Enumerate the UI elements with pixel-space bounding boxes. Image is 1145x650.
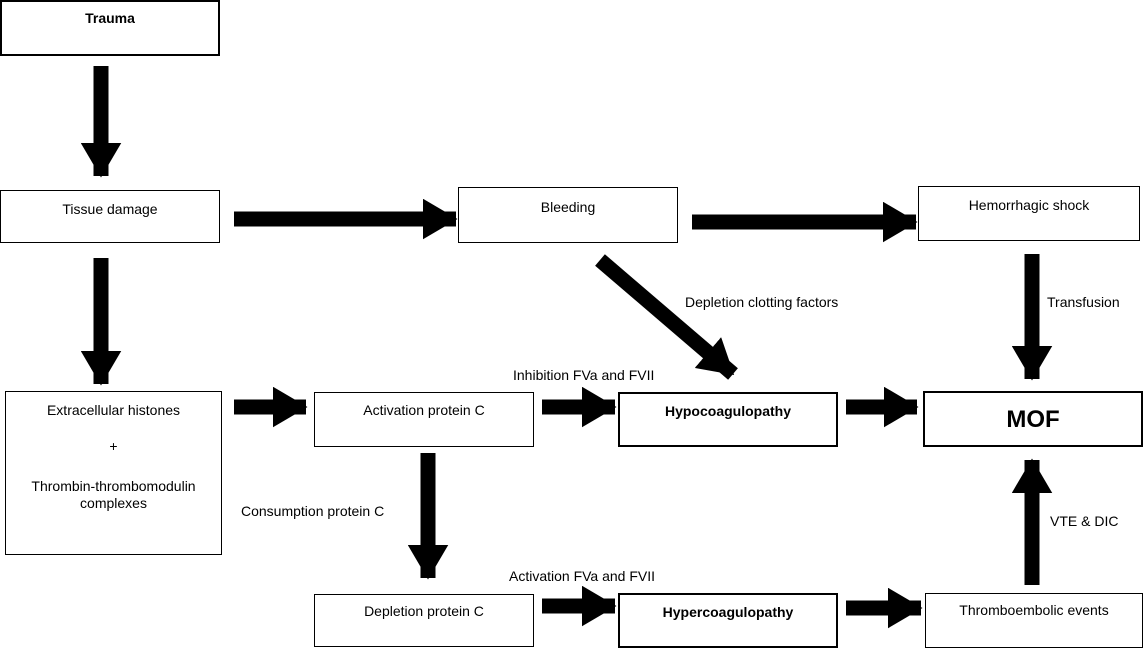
node-extracellular-histones: Extracellular histones + Thrombin-thromb… xyxy=(5,391,222,555)
node-bleeding: Bleeding xyxy=(458,187,678,243)
node-hypercoagulopathy: Hypercoagulopathy xyxy=(618,593,838,648)
node-hypocoagulopathy-label: Hypocoagulopathy xyxy=(664,403,791,419)
label-activation-fva-fvii: Activation FVa and FVII xyxy=(509,568,656,584)
node-thromboembolic-events-label: Thromboembolic events xyxy=(959,602,1109,618)
node-hemorrhagic-shock: Hemorrhagic shock xyxy=(918,186,1140,241)
node-hypercoagulopathy-label: Hypercoagulopathy xyxy=(662,604,794,620)
node-mof: MOF xyxy=(923,391,1143,447)
node-mof-label: MOF xyxy=(1006,406,1060,433)
label-inhibition-fva-fvii: Inhibition FVa and FVII xyxy=(513,367,655,383)
node-tissue-damage: Tissue damage xyxy=(0,190,220,243)
node-extracellular-line2: Thrombin-thrombomodulin xyxy=(31,478,196,494)
node-depletion-protein-c-label: Depletion protein C xyxy=(364,603,484,619)
label-transfusion: Transfusion xyxy=(1047,294,1120,310)
node-extracellular-line3: complexes xyxy=(80,495,147,511)
arrow-bleeding-to-hypocoagulopathy xyxy=(595,254,738,380)
node-activation-protein-c-label: Activation protein C xyxy=(363,402,485,418)
node-activation-protein-c: Activation protein C xyxy=(314,392,534,447)
node-hemorrhagic-shock-label: Hemorrhagic shock xyxy=(968,197,1090,213)
node-bleeding-label: Bleeding xyxy=(540,199,596,215)
node-hypocoagulopathy: Hypocoagulopathy xyxy=(618,392,838,447)
label-depletion-clotting-factors: Depletion clotting factors xyxy=(685,294,839,310)
node-extracellular-line1: Extracellular histones xyxy=(46,402,181,418)
node-extracellular-plus: + xyxy=(109,438,118,454)
label-vte-dic: VTE & DIC xyxy=(1050,513,1119,529)
node-trauma: Trauma xyxy=(0,0,220,56)
node-tissue-damage-label: Tissue damage xyxy=(62,201,158,217)
node-depletion-protein-c: Depletion protein C xyxy=(314,594,534,647)
node-trauma-label: Trauma xyxy=(85,10,135,26)
label-consumption-protein-c: Consumption protein C xyxy=(241,503,385,519)
node-thromboembolic-events: Thromboembolic events xyxy=(925,593,1143,648)
